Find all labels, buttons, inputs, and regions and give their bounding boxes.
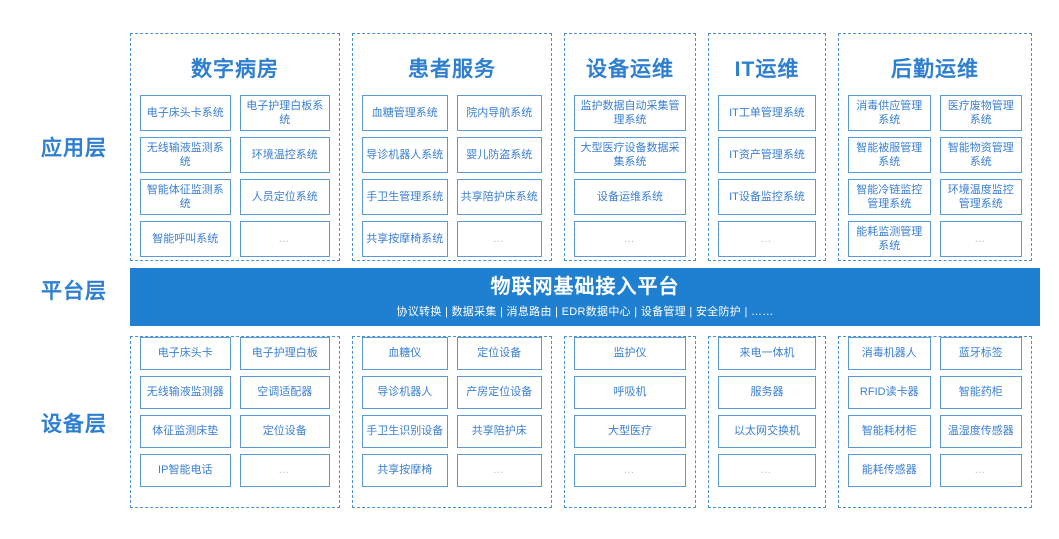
ellipsis-cell: … xyxy=(574,454,686,487)
ellipsis-cell: … xyxy=(456,221,542,257)
ellipsis-cell: … xyxy=(456,454,542,487)
device-item: 无线输液监测器 xyxy=(140,376,231,409)
application-item: 人员定位系统 xyxy=(239,179,330,215)
application-item: 共享按摩椅系统 xyxy=(362,221,448,257)
application-item: 无线输液监测系统 xyxy=(140,137,231,173)
application-item: 能耗监测管理系统 xyxy=(848,221,931,257)
application-layer-row: 数字病房电子床头卡系统电子护理白板系统无线输液监测系统环境温控系统智能体征监测系… xyxy=(130,33,1032,261)
device-item: 能耗传感器 xyxy=(848,454,931,487)
item-grid: 来电一体机服务器以太网交换机 … xyxy=(709,337,825,507)
device-item: 血糖仪 xyxy=(362,337,448,370)
application-item: 智能冷链监控管理系统 xyxy=(848,179,931,215)
application-item: 智能呼叫系统 xyxy=(140,221,231,257)
platform-title: 物联网基础接入平台 xyxy=(490,275,680,298)
application-column-2: 设备运维监护数据自动采集管理系统大型医疗设备数据采集系统设备运维系统 … xyxy=(564,33,696,261)
device-item: 大型医疗 xyxy=(574,415,686,448)
ellipsis-cell: … xyxy=(239,221,330,257)
device-item: 导诊机器人 xyxy=(362,376,448,409)
application-item: IT设备监控系统 xyxy=(718,179,816,215)
application-item: 血糖管理系统 xyxy=(362,95,448,131)
device-item: 定位设备 xyxy=(456,337,542,370)
device-column-3: 来电一体机服务器以太网交换机 … xyxy=(708,336,826,508)
application-item: 大型医疗设备数据采集系统 xyxy=(574,137,686,173)
application-column-1: 患者服务血糖管理系统院内导航系统导诊机器人系统婴儿防盗系统手卫生管理系统共享陪护… xyxy=(352,33,552,261)
item-grid: 监护数据自动采集管理系统大型医疗设备数据采集系统设备运维系统 … xyxy=(565,95,695,266)
device-item: 定位设备 xyxy=(239,415,330,448)
device-item: 呼吸机 xyxy=(574,376,686,409)
application-item: 院内导航系统 xyxy=(456,95,542,131)
application-item: 共享陪护床系统 xyxy=(456,179,542,215)
item-grid: 电子床头卡系统电子护理白板系统无线输液监测系统环境温控系统智能体征监测系统人员定… xyxy=(131,95,339,266)
application-item: 智能被服管理系统 xyxy=(848,137,931,173)
application-item: 消毒供应管理系统 xyxy=(848,95,931,131)
device-item: 服务器 xyxy=(718,376,816,409)
application-item: 婴儿防盗系统 xyxy=(456,137,542,173)
item-grid: 血糖仪定位设备导诊机器人产房定位设备手卫生识别设备共享陪护床共享按摩椅… xyxy=(353,337,551,507)
column-title: 数字病房 xyxy=(191,58,279,81)
layer-label-device: 设备层 xyxy=(41,413,107,436)
device-item: 温湿度传感器 xyxy=(939,415,1022,448)
ellipsis-cell: … xyxy=(574,221,686,257)
application-item: 智能物资管理系统 xyxy=(939,137,1022,173)
ellipsis-cell: … xyxy=(718,221,816,257)
application-item: 监护数据自动采集管理系统 xyxy=(574,95,686,131)
layer-label-platform: 平台层 xyxy=(41,280,107,303)
device-item: 共享陪护床 xyxy=(456,415,542,448)
device-item: 体征监测床垫 xyxy=(140,415,231,448)
application-item: 设备运维系统 xyxy=(574,179,686,215)
device-item: 以太网交换机 xyxy=(718,415,816,448)
application-item: 电子护理白板系统 xyxy=(239,95,330,131)
application-item: 电子床头卡系统 xyxy=(140,95,231,131)
device-item: 来电一体机 xyxy=(718,337,816,370)
device-item: 电子护理白板 xyxy=(239,337,330,370)
device-item: 共享按摩椅 xyxy=(362,454,448,487)
application-item: IT资产管理系统 xyxy=(718,137,816,173)
device-item: 智能药柜 xyxy=(939,376,1022,409)
device-item: 智能耗材柜 xyxy=(848,415,931,448)
application-item: IT工单管理系统 xyxy=(718,95,816,131)
device-item: IP智能电话 xyxy=(140,454,231,487)
device-column-2: 监护仪呼吸机大型医疗 … xyxy=(564,336,696,508)
item-grid: 血糖管理系统院内导航系统导诊机器人系统婴儿防盗系统手卫生管理系统共享陪护床系统共… xyxy=(353,95,551,266)
device-column-1: 血糖仪定位设备导诊机器人产房定位设备手卫生识别设备共享陪护床共享按摩椅… xyxy=(352,336,552,508)
application-column-4: 后勤运维消毒供应管理系统医疗废物管理系统智能被服管理系统智能物资管理系统智能冷链… xyxy=(838,33,1032,261)
platform-band: 物联网基础接入平台 协议转换 | 数据采集 | 消息路由 | EDR数据中心 |… xyxy=(130,268,1040,326)
application-item: 智能体征监测系统 xyxy=(140,179,231,215)
item-grid: 消毒供应管理系统医疗废物管理系统智能被服管理系统智能物资管理系统智能冷链监控管理… xyxy=(839,95,1031,266)
ellipsis-cell: … xyxy=(939,454,1022,487)
device-item: 监护仪 xyxy=(574,337,686,370)
ellipsis-cell: … xyxy=(239,454,330,487)
application-item: 环境温控系统 xyxy=(239,137,330,173)
device-item: 蓝牙标签 xyxy=(939,337,1022,370)
application-item: 环境温度监控管理系统 xyxy=(939,179,1022,215)
application-item: 导诊机器人系统 xyxy=(362,137,448,173)
layer-label-application: 应用层 xyxy=(41,137,107,160)
item-grid: IT工单管理系统 IT资产管理系统 IT设备监控系统 … xyxy=(709,95,825,266)
application-column-3: IT运维 IT工单管理系统 IT资产管理系统 IT设备监控系统 … xyxy=(708,33,826,261)
device-item: 消毒机器人 xyxy=(848,337,931,370)
ellipsis-cell: … xyxy=(939,221,1022,257)
device-item: 产房定位设备 xyxy=(456,376,542,409)
application-item: 手卫生管理系统 xyxy=(362,179,448,215)
ellipsis-cell: … xyxy=(718,454,816,487)
platform-subtitle: 协议转换 | 数据采集 | 消息路由 | EDR数据中心 | 设备管理 | 安全… xyxy=(396,305,774,318)
column-title: IT运维 xyxy=(734,58,800,81)
device-item: 手卫生识别设备 xyxy=(362,415,448,448)
application-item: 医疗废物管理系统 xyxy=(939,95,1022,131)
device-item: 空调适配器 xyxy=(239,376,330,409)
device-item: RFID读卡器 xyxy=(848,376,931,409)
column-title: 患者服务 xyxy=(408,58,496,81)
application-column-0: 数字病房电子床头卡系统电子护理白板系统无线输液监测系统环境温控系统智能体征监测系… xyxy=(130,33,340,261)
device-item: 电子床头卡 xyxy=(140,337,231,370)
column-title: 设备运维 xyxy=(586,58,674,81)
item-grid: 监护仪呼吸机大型医疗 … xyxy=(565,337,695,507)
column-title: 后勤运维 xyxy=(891,58,979,81)
